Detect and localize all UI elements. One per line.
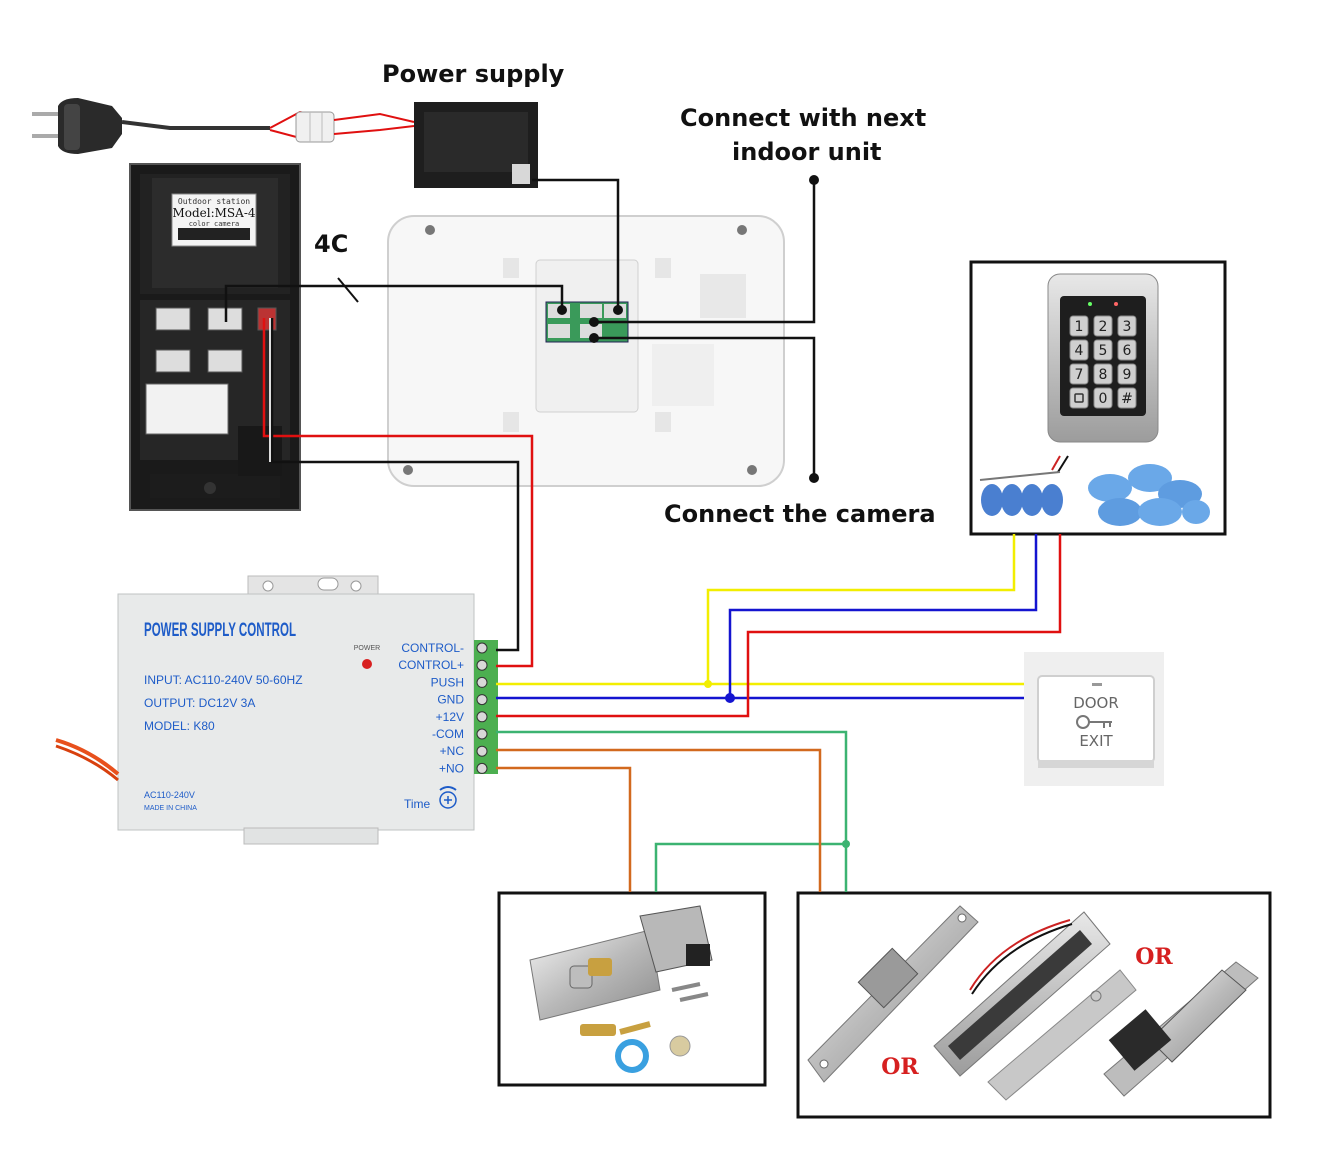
connect-next-indoor-label-line1: Connect with next: [680, 104, 927, 132]
exit-button-exit: EXIT: [1079, 732, 1113, 750]
psc-title: POWER SUPPLY CONTROL: [144, 620, 296, 641]
terminal-label: +NO: [439, 761, 464, 775]
wire-orange-nc: [496, 748, 822, 892]
keypad-key: [1093, 363, 1113, 385]
terminal-label: +NC: [440, 744, 465, 758]
psc-ac: AC110-240V: [144, 790, 195, 800]
alternative-locks-box: [796, 891, 1272, 1119]
keypad-key: [1069, 363, 1089, 385]
terminal-screw: [476, 728, 488, 740]
cable-connector: [269, 110, 415, 143]
next-indoor-wire: [594, 180, 816, 324]
camera-wire: [594, 336, 816, 478]
keypad-key-label: 4: [1075, 343, 1084, 359]
outdoor-wire-4c: [224, 284, 564, 322]
keypad-key: [1093, 315, 1113, 337]
terminal-label: GND: [437, 693, 464, 707]
lock-icon: [1074, 393, 1084, 403]
rfid-fobs: [979, 471, 1063, 516]
terminal-screws: [476, 642, 488, 774]
ac-input-wires: [55, 738, 120, 782]
terminal-screw: [476, 694, 488, 706]
indoor-monitor: [387, 215, 785, 487]
keypad-key-label: 0: [1099, 391, 1108, 407]
terminal-screw: [476, 745, 488, 757]
terminal-screw: [476, 711, 488, 723]
terminal-label: -COM: [432, 727, 464, 741]
psc-time: Time: [404, 797, 431, 811]
wire-blue-keypad: [728, 534, 1038, 698]
keypad-key-label: 8: [1099, 367, 1108, 383]
or-label-2: OR: [881, 1054, 919, 1080]
keypad-key-label: 3: [1123, 319, 1132, 335]
wire-yellow-keypad: [706, 534, 1016, 684]
keypad-key: [1117, 363, 1137, 385]
outdoor-label-line1: Outdoor station: [178, 197, 250, 206]
terminal-labels: CONTROL- CONTROL+ PUSH GND +12V -COM +NC +NO: [398, 641, 464, 775]
psc-output: OUTPUT: DC12V 3A: [144, 696, 255, 710]
connect-camera-label: Connect the camera: [664, 500, 936, 528]
keypad-key: [1117, 315, 1137, 337]
terminal-screw: [476, 762, 488, 774]
terminal-label: PUSH: [431, 675, 464, 689]
keypad-key-label: 6: [1123, 343, 1132, 359]
four-c-label: 4C: [314, 230, 349, 258]
keypad-key: [1117, 387, 1137, 409]
terminal-label: CONTROL-: [401, 641, 464, 655]
wire-green-lock1: [654, 842, 846, 892]
wires: [224, 175, 1062, 892]
power-plug: [32, 98, 270, 154]
outdoor-label-line3: color camera: [189, 220, 240, 228]
or-label-1: OR: [1135, 944, 1173, 970]
wire-red-control-plus: [262, 318, 534, 668]
wire-red-12v: [496, 534, 1062, 718]
outdoor-station: [129, 163, 301, 511]
keypad-key-label: #: [1121, 391, 1133, 407]
keypad-key: [1069, 315, 1089, 337]
psc-model: MODEL: K80: [144, 719, 215, 733]
power-supply-label: Power supply: [382, 60, 565, 88]
keypad-key: [1093, 387, 1113, 409]
power-adapter: [414, 102, 538, 188]
keypad-key: [1069, 387, 1089, 409]
terminal-screw: [476, 642, 488, 654]
wire-black-control-minus: [270, 318, 520, 652]
exit-button-door: DOOR: [1073, 694, 1119, 712]
keypad-key: [1117, 339, 1137, 361]
exit-button: [1024, 652, 1164, 786]
keypad-key-label: 5: [1099, 343, 1108, 359]
adapter-wire: [532, 178, 620, 310]
keypad-key-label: 1: [1075, 319, 1084, 335]
keypad-key-label: 7: [1075, 367, 1084, 383]
rfid-cards: [1088, 464, 1210, 526]
keypad-key: [1069, 339, 1089, 361]
terminal-screw: [476, 659, 488, 671]
power-supply-control: [117, 575, 498, 845]
terminal-label: +12V: [436, 710, 464, 724]
wire-orange-no: [496, 766, 632, 892]
keypad-key-label: 9: [1123, 367, 1132, 383]
time-knob-icon: [439, 786, 457, 809]
connect-next-indoor-label-line2: indoor unit: [732, 138, 882, 166]
keypad-key: [1093, 339, 1113, 361]
keypad-key-label: 2: [1099, 319, 1108, 335]
electric-rim-lock-box: [497, 891, 767, 1087]
terminal-label: CONTROL+: [398, 658, 464, 672]
outdoor-label-line2: Model:MSA-4: [172, 206, 255, 220]
psc-made: MADE IN CHINA: [144, 805, 197, 812]
psc-input: INPUT: AC110-240V 50-60HZ: [144, 673, 303, 687]
psc-power-label: POWER: [354, 645, 380, 652]
terminal-screw: [476, 676, 488, 688]
wire-green-com: [496, 730, 848, 892]
